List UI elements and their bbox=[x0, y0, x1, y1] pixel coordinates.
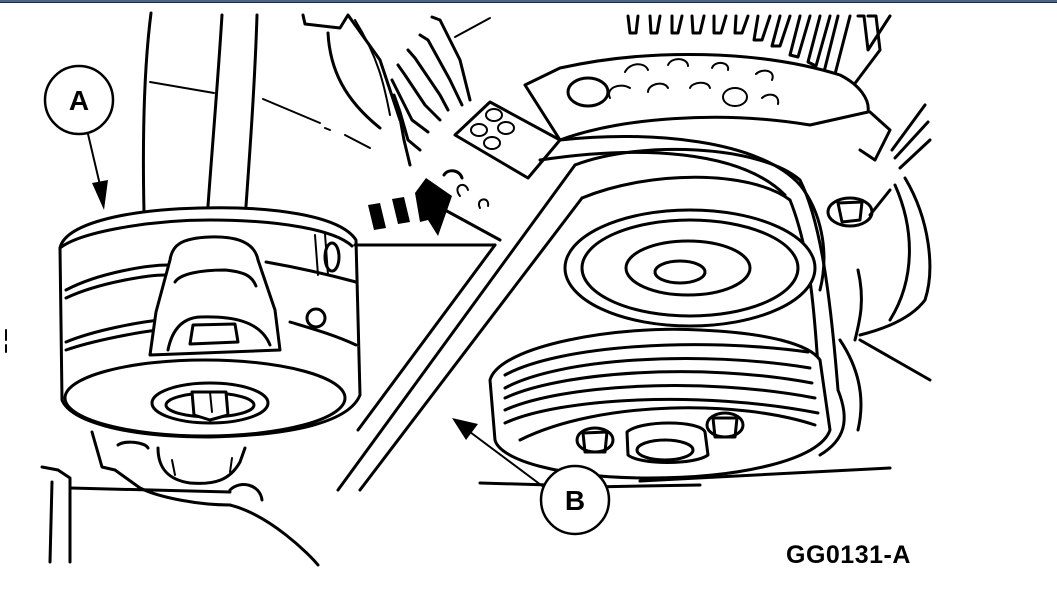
accessory-pulley bbox=[488, 327, 832, 480]
dashed-arrow-icon bbox=[368, 178, 452, 236]
callout-b: B bbox=[452, 418, 611, 536]
drive-belt bbox=[336, 147, 846, 492]
callout-a: A bbox=[43, 64, 115, 210]
window-top-border bbox=[0, 0, 1057, 3]
engine-bracket-right bbox=[838, 103, 932, 432]
engine-base-lines bbox=[5, 329, 892, 567]
svg-text:B: B bbox=[565, 485, 585, 516]
idler-pulley bbox=[563, 208, 817, 328]
figure-id-label: GG0131-A bbox=[786, 541, 911, 569]
alternator-left-fins bbox=[390, 15, 472, 167]
belt-tensioner-diagram: A B bbox=[0, 3, 1057, 593]
engine-background-lines bbox=[141, 11, 491, 214]
belt-tensioner bbox=[58, 206, 362, 507]
svg-text:A: A bbox=[69, 85, 89, 116]
